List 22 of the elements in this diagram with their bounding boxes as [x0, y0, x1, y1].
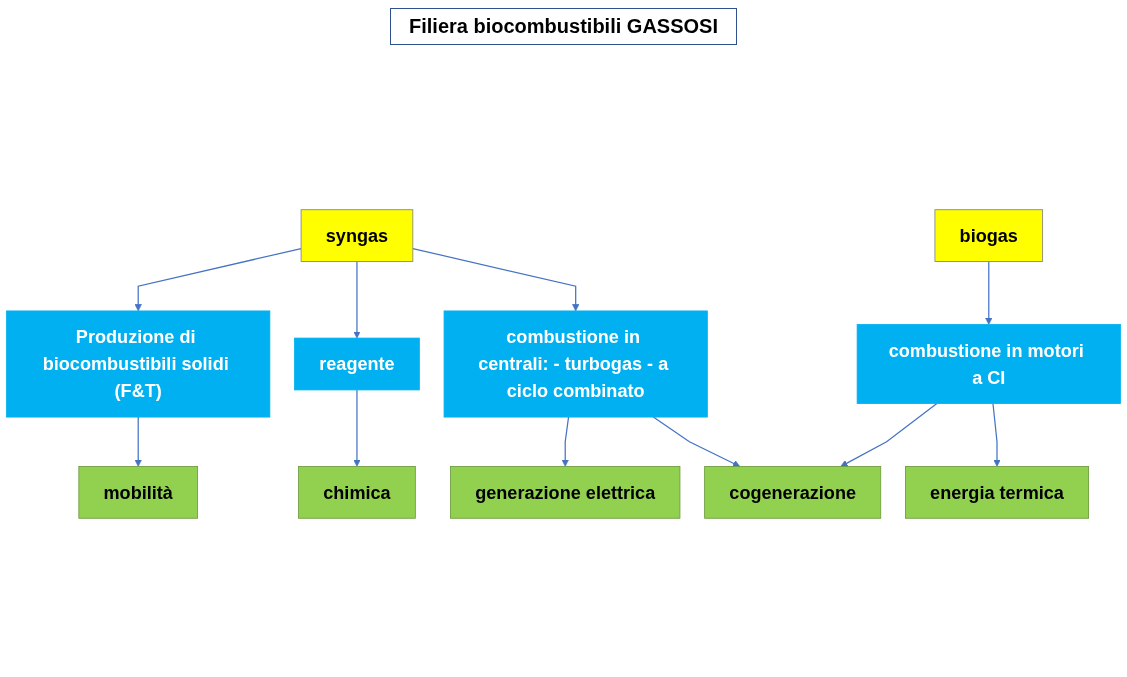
node-box: energia termica — [905, 466, 1089, 519]
arrow — [134, 416, 142, 467]
node-box: syngas — [300, 209, 414, 262]
node-box: combustione in centrali: - turbogas - a ciclo combinato — [443, 310, 708, 418]
arrow — [992, 402, 1001, 467]
node-box: Produzione di biocombustibili solidi (F&T) — [6, 310, 271, 418]
node-box: combustione in motori a CI — [856, 324, 1121, 404]
node-box: reagente — [294, 337, 420, 391]
node-box: chimica — [298, 466, 416, 519]
arrow — [353, 389, 361, 467]
arrow — [134, 247, 302, 312]
node-box: cogenerazione — [704, 466, 882, 519]
arrow — [985, 260, 993, 325]
arrow — [561, 416, 570, 467]
node-box: mobilità — [78, 466, 198, 519]
arrow — [840, 402, 938, 467]
node-box: generazione elettrica — [450, 466, 681, 519]
diagram-title: Filiera biocombustibili GASSOSI — [390, 8, 737, 45]
node-box: biogas — [934, 209, 1044, 262]
arrow — [412, 247, 580, 312]
arrow — [652, 416, 741, 467]
arrow — [353, 260, 361, 339]
